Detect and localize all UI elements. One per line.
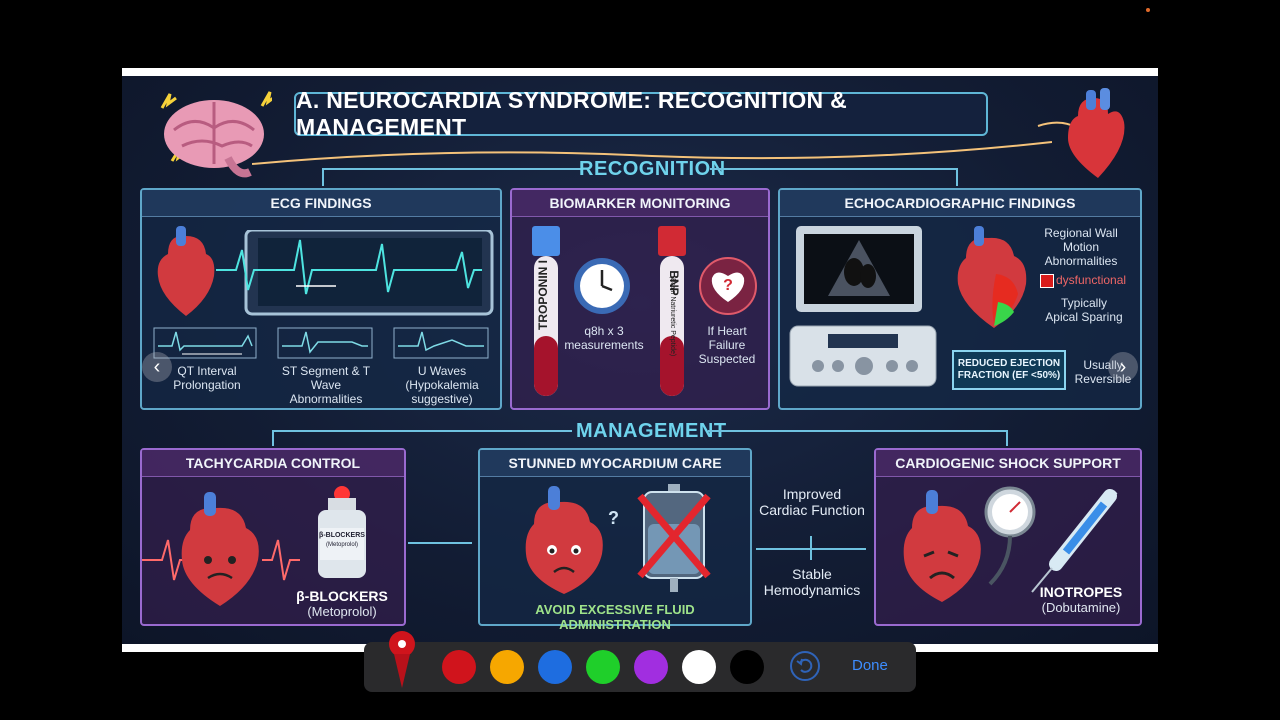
nerve-line [252, 141, 1052, 165]
bnp-sublabel: (Brain Natriuretic Peptide) [669, 275, 676, 357]
test-tube-icon [658, 226, 686, 396]
color-swatch-black[interactable] [730, 650, 764, 684]
brain-icon [160, 91, 272, 178]
previous-slide-button[interactable]: ‹ [142, 352, 172, 382]
echo-findings-title: ECHOCARDIOGRAPHIC FINDINGS [780, 190, 1140, 217]
ecg-item: ST Segment & T Wave Abnormalities [281, 364, 371, 406]
done-button[interactable]: Done [852, 657, 888, 674]
distressed-heart-icon [903, 490, 981, 602]
biomarker-monitoring-panel: BIOMARKER MONITORING TROPONIN I q8h x 3 … [510, 188, 770, 410]
iv-bag-crossed-icon [637, 484, 711, 592]
next-slide-button[interactable]: › [1108, 352, 1138, 382]
pen-tool-icon[interactable] [386, 630, 418, 690]
metoprolol-caption: (Metoprolol) [307, 604, 377, 619]
management-line-right [708, 430, 1008, 432]
heart-failure-caption: If Heart Failure Suspected [698, 324, 756, 366]
flow-arrow [408, 542, 472, 544]
management-line-left [272, 430, 572, 432]
echocardiographic-findings-panel: ECHOCARDIOGRAPHIC FINDINGS Regional Wall [778, 188, 1142, 410]
ecg-item: U Waves (Hypokalemia suggestive) [405, 364, 479, 406]
troponin-label: TROPONIN I [536, 259, 550, 330]
ecg-sample-strips [153, 327, 489, 359]
biomarker-monitoring-title: BIOMARKER MONITORING [512, 190, 768, 217]
chevron-right-icon: › [1119, 355, 1127, 378]
test-tube-icon [532, 226, 560, 396]
slide: A. NEUROCARDIA SYNDROME: RECOGNITION & M… [122, 76, 1158, 644]
reversible-label: Usually Reversible [1074, 358, 1132, 386]
stunned-myocardium-title: STUNNED MYOCARDIUM CARE [480, 450, 750, 477]
wall-motion-label: Regional Wall Motion Abnormalities [1044, 226, 1118, 268]
undo-icon [796, 658, 813, 673]
flow-arrow [756, 548, 866, 550]
recognition-arrow-right [956, 168, 958, 186]
management-arrow-right [1006, 430, 1008, 446]
recognition-line-right [710, 168, 958, 170]
pressure-gauge-icon [984, 486, 1036, 586]
bottle-sublabel: (Metoprolol) [325, 542, 358, 548]
legend-dysfunctional: dysfunctional [1056, 273, 1127, 287]
ecg-item: QT Interval Prolongation [173, 364, 241, 392]
heart-ecg-icon [142, 492, 300, 606]
heart-question-icon: ? [699, 257, 757, 315]
stunned-myocardium-panel: STUNNED MYOCARDIUM CARE ? AVOID EXCESSIV… [478, 448, 752, 632]
management-arrow-left [272, 430, 274, 446]
color-swatch-white[interactable] [682, 650, 716, 684]
heart-wall-motion-icon [957, 226, 1027, 328]
syringe-icon [1031, 489, 1118, 593]
cardiogenic-shock-title: CARDIOGENIC SHOCK SUPPORT [876, 450, 1140, 477]
apical-sparing-label: Typically Apical Sparing [1045, 296, 1123, 324]
svg-text:?: ? [608, 508, 619, 528]
page-title: A. NEUROCARDIA SYNDROME: RECOGNITION & M… [294, 87, 988, 140]
recognition-arrow-left [322, 168, 324, 186]
dobutamine-caption: (Dobutamine) [1041, 600, 1121, 615]
clock-icon [574, 258, 630, 314]
ecg-monitor [216, 230, 494, 316]
undo-button[interactable] [790, 651, 820, 681]
clock-caption: q8h x 3 measurements [564, 324, 644, 352]
slide-frame: A. NEUROCARDIA SYNDROME: RECOGNITION & M… [122, 68, 1158, 652]
color-swatch-purple[interactable] [634, 650, 668, 684]
color-swatch-blue[interactable] [538, 650, 572, 684]
svg-text:?: ? [723, 277, 733, 294]
ef-box: REDUCED EJECTION FRACTION (EF <50%) [952, 350, 1066, 390]
heart-icon [1037, 88, 1125, 178]
color-swatch-green[interactable] [586, 650, 620, 684]
improved-function-label: Improved Cardiac Function [759, 486, 865, 518]
recognition-line-left [322, 168, 582, 170]
ecg-findings-panel: ECG FINDINGS QT Interval Prolongati [140, 188, 502, 410]
cardiogenic-shock-panel: CARDIOGENIC SHOCK SUPPORT INOTROPES (D [874, 448, 1142, 626]
inotropes-caption: INOTROPES [1039, 584, 1123, 600]
recognition-heading: RECOGNITION [579, 158, 726, 180]
markup-toolbar: Done [364, 631, 916, 692]
ultrasound-machine-icon [789, 226, 937, 387]
tachycardia-control-panel: TACHYCARDIA CONTROL β-BLOCKERS (Metoprol… [140, 448, 406, 626]
stable-hemodynamics-label: Stable Hemodynamics [763, 566, 861, 598]
beta-blockers-caption: β-BLOCKERS [296, 588, 388, 604]
chevron-left-icon: ‹ [153, 355, 161, 378]
color-swatch-yellow[interactable] [490, 650, 524, 684]
color-swatch-red[interactable] [442, 650, 476, 684]
bottle-label: β-BLOCKERS [319, 532, 365, 539]
recording-indicator [1146, 8, 1150, 12]
tachycardia-control-title: TACHYCARDIA CONTROL [142, 450, 404, 477]
sad-heart-icon: ? [525, 486, 619, 594]
avoid-fluid-caption: AVOID EXCESSIVE FLUID ADMINISTRATION [535, 602, 695, 632]
ecg-findings-title: ECG FINDINGS [142, 190, 500, 217]
management-heading: MANAGEMENT [576, 420, 727, 442]
medicine-bottle-icon [318, 486, 366, 578]
legend-swatch [1040, 274, 1054, 288]
heart-icon [157, 226, 215, 316]
